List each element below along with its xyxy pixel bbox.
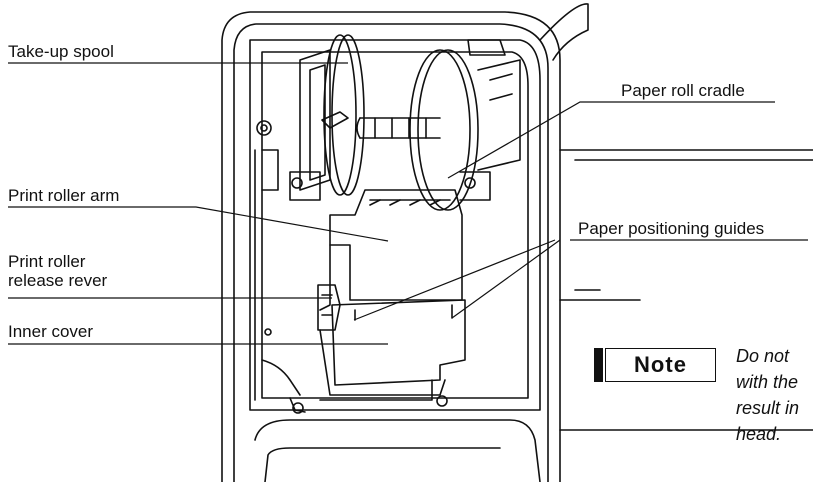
label-print-roller-release-line1: Print roller xyxy=(8,252,86,271)
leader-paper-roll-cradle xyxy=(447,101,775,179)
leader-guide-2 xyxy=(451,239,561,319)
inner-cover-part xyxy=(319,299,466,407)
paper-roll-cradle-part xyxy=(356,39,521,211)
leader-print-roller-arm xyxy=(8,206,389,242)
note-line: Do not xyxy=(736,346,790,366)
note-line: head. xyxy=(736,424,782,444)
note-badge: Note xyxy=(594,348,716,382)
note-text: Do not with the result in head. xyxy=(736,343,813,447)
print-roller-release-lever-part xyxy=(317,284,341,331)
note-line: with the xyxy=(736,372,799,392)
label-inner-cover: Inner cover xyxy=(8,322,94,341)
register-housing xyxy=(221,3,813,482)
note-line: result in xyxy=(736,398,800,418)
label-paper-roll-cradle: Paper roll cradle xyxy=(621,81,745,100)
take-up-spool-part xyxy=(299,34,365,196)
label-take-up-spool: Take-up spool xyxy=(8,42,114,61)
label-print-roller-release-line2: release rever xyxy=(8,271,108,290)
leader-lines xyxy=(8,62,808,345)
note-badge-bar xyxy=(594,348,603,382)
inner-cavity xyxy=(249,39,541,414)
note-badge-label: Note xyxy=(605,348,716,382)
label-print-roller-arm: Print roller arm xyxy=(8,186,120,205)
leader-guide-1 xyxy=(353,239,556,321)
print-roller-arm-part xyxy=(289,171,491,311)
label-paper-positioning-guides: Paper positioning guides xyxy=(578,219,765,238)
